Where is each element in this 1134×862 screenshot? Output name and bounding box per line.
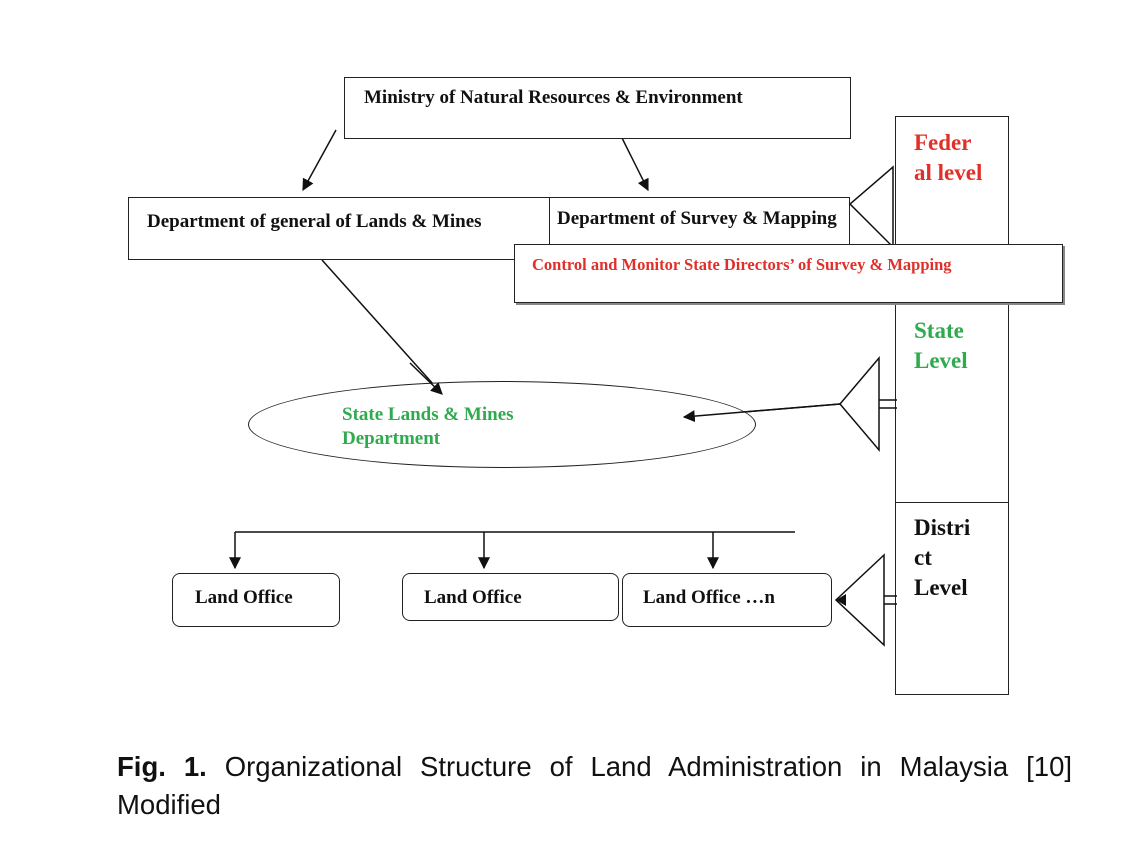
arrow-ministry-to-survey <box>617 129 649 192</box>
land-office-label-1: Land Office <box>195 587 293 608</box>
dept-lands-mines-box: Department of general of Lands & Mines <box>128 197 552 260</box>
level-district-label: Distri ct Level <box>914 515 971 600</box>
arrow-ministry-to-lands <box>302 129 337 192</box>
state-lands-mines-label: State Lands & Mines Department <box>342 404 514 449</box>
land-office-box-2: Land Office <box>402 573 619 621</box>
ministry-box: Ministry of Natural Resources & Environm… <box>344 77 851 139</box>
dept-survey-mapping-label: Department of Survey & Mapping <box>557 208 837 229</box>
state-lands-mines-ellipse: State Lands & Mines Department <box>248 381 756 468</box>
level-column <box>895 116 1009 695</box>
arrow-lands-to-state <box>321 259 443 395</box>
dept-survey-mapping-box: Department of Survey & Mapping <box>549 197 850 247</box>
level-state-label: State Level <box>914 318 968 373</box>
dept-lands-mines-label: Department of general of Lands & Mines <box>147 211 482 232</box>
level-divider-district <box>896 502 1008 503</box>
ministry-label: Ministry of Natural Resources & Environm… <box>364 87 743 108</box>
figure-caption-label: Fig. 1. <box>117 751 207 782</box>
control-monitor-label: Control and Monitor State Directors’ of … <box>532 255 952 274</box>
land-office-box-1: Land Office <box>172 573 340 627</box>
land-office-box-3: Land Office …n <box>622 573 832 627</box>
figure-caption-text: Organizational Structure of Land Adminis… <box>117 751 1073 820</box>
control-monitor-box: Control and Monitor State Directors’ of … <box>514 244 1063 303</box>
figure-caption: Fig. 1. Organizational Structure of Land… <box>117 748 1072 824</box>
land-office-label-2: Land Office <box>424 587 522 608</box>
land-office-label-3: Land Office …n <box>643 587 775 608</box>
level-federal-label: Feder al level <box>914 130 983 185</box>
